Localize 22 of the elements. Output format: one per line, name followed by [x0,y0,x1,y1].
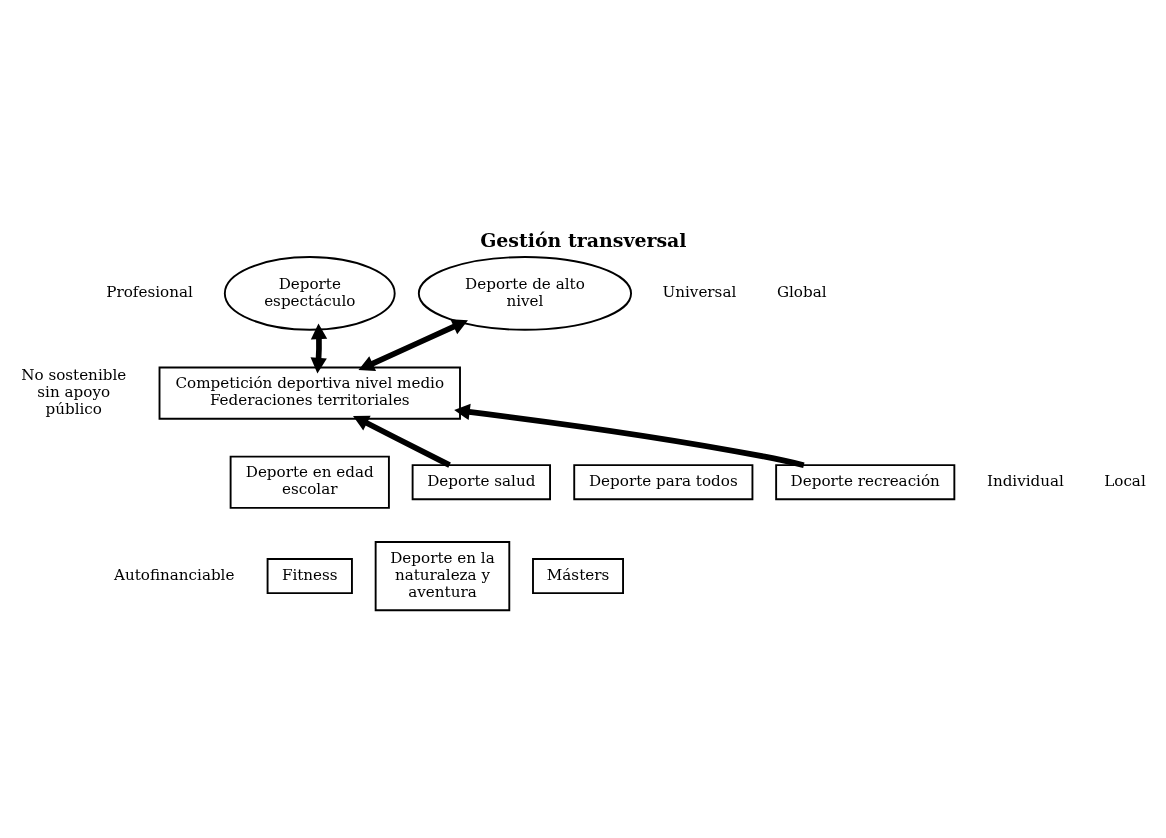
arrow [358,318,468,371]
label: Global [776,282,827,301]
node-box: Deporte salud [411,463,551,500]
label: Local [1104,471,1146,490]
node-box: Fitness [266,557,353,594]
arrow [310,323,328,373]
label: No sostenible sin apoyo público [21,365,127,418]
label: Individual [986,471,1064,490]
label: Profesional [106,282,193,301]
label: Universal [662,282,737,301]
node-box: Másters [532,557,624,594]
arrow [454,403,805,468]
node-ellipse: Deporte de alto nivel [417,255,632,331]
node-box: Deporte para todos [573,463,754,500]
node-ellipse: Deporte espectáculo [223,255,396,331]
diagram-title: Gestión transversal [480,228,687,251]
arrow [353,415,451,468]
node-box: Deporte en la naturaleza y aventura [374,540,511,611]
node-box: Deporte recreación [775,463,956,500]
node-box: Deporte en edad escolar [229,455,390,509]
node-box: Competición deportiva nivel medio Federaciones territoriales [158,366,461,420]
label: Autofinanciable [113,565,235,584]
